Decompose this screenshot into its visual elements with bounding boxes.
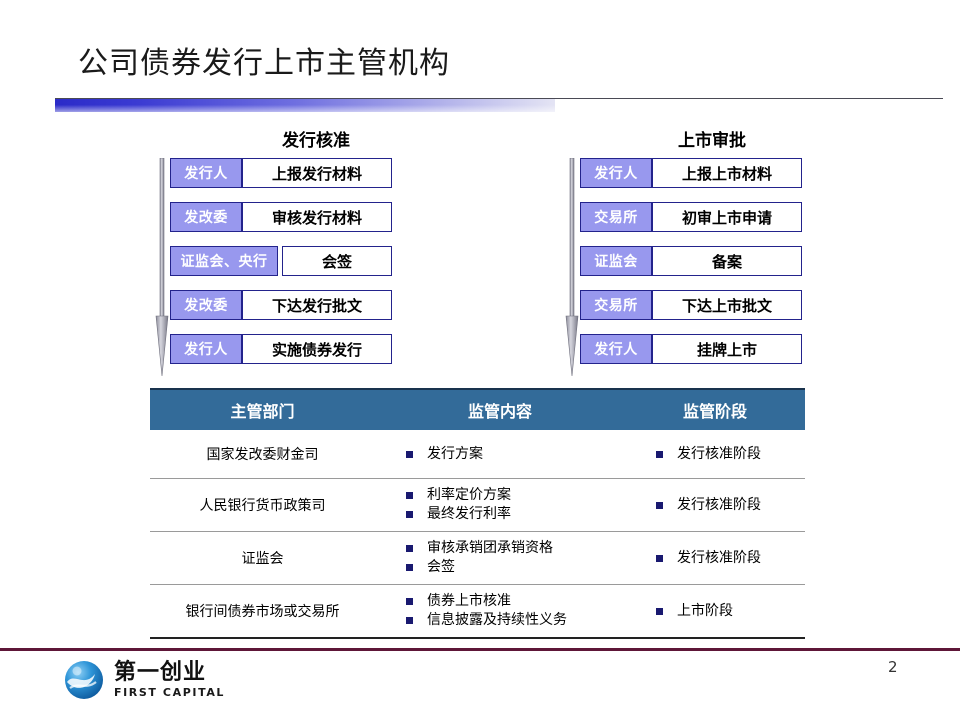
- flow-actor-label: 证监会、央行: [170, 246, 278, 276]
- flow-action-label: 会签: [282, 246, 392, 276]
- cell-stage: 上市阶段: [625, 595, 805, 628]
- down-arrow-icon: [565, 158, 579, 376]
- flowchart-heading: 上市审批: [678, 131, 746, 151]
- stage-bullet-list: 发行核准阶段: [655, 445, 805, 464]
- bullet-item: 信息披露及持续性义务: [405, 611, 625, 630]
- flow-action-label: 备案: [652, 246, 802, 276]
- cell-department: 人民银行货币政策司: [199, 498, 326, 514]
- flow-actor-label: 交易所: [580, 202, 652, 232]
- cell-content: 发行方案: [375, 438, 625, 471]
- table-header-stage: 监管阶段: [682, 402, 747, 421]
- page-number: 2: [888, 658, 898, 676]
- stage-bullet-list: 上市阶段: [655, 602, 805, 621]
- flow-row[interactable]: 交易所 下达上市批文: [580, 290, 802, 320]
- cell-content: 利率定价方案 最终发行利率: [375, 479, 625, 531]
- flow-action-label: 上报上市材料: [652, 158, 802, 188]
- flow-actor-label: 发行人: [580, 334, 652, 364]
- bullet-item: 债券上市核准: [405, 592, 625, 611]
- flow-row-list: 发行人 上报上市材料 交易所 初审上市申请 证监会 备案 交易所 下达上市批文 …: [580, 158, 802, 364]
- bullet-item: 会签: [405, 558, 625, 577]
- flow-actor-label: 发改委: [170, 290, 242, 320]
- cell-stage: 发行核准阶段: [625, 489, 805, 522]
- flow-action-label: 审核发行材料: [242, 202, 392, 232]
- bullet-item: 审核承销团承销资格: [405, 539, 625, 558]
- flow-action-label: 下达发行批文: [242, 290, 392, 320]
- brand-name-cn: 第一创业: [114, 660, 207, 685]
- flow-action-label: 上报发行材料: [242, 158, 392, 188]
- flow-actor-label: 发行人: [170, 158, 242, 188]
- flowchart-heading: 发行核准: [282, 131, 350, 151]
- brand-name-en: FIRST CAPITAL: [114, 686, 226, 699]
- flow-actor-label: 发改委: [170, 202, 242, 232]
- bullet-item: 发行方案: [405, 445, 625, 464]
- flow-row[interactable]: 证监会 备案: [580, 246, 802, 276]
- brand-logo: 第一创业 FIRST CAPITAL: [62, 655, 262, 705]
- cell-department: 国家发改委财金司: [206, 447, 319, 463]
- table-row[interactable]: 国家发改委财金司 发行方案 发行核准阶段: [150, 430, 805, 479]
- footer-background: [0, 651, 960, 720]
- title-hairline-divider: [55, 98, 943, 99]
- table-header-department: 主管部门: [230, 402, 295, 421]
- content-bullet-list: 债券上市核准 信息披露及持续性义务: [405, 592, 625, 630]
- flow-action-label: 初审上市申请: [652, 202, 802, 232]
- flow-row[interactable]: 交易所 初审上市申请: [580, 202, 802, 232]
- cell-content: 审核承销团承销资格 会签: [375, 532, 625, 584]
- cell-department: 银行间债券市场或交易所: [185, 604, 340, 620]
- stage-bullet-list: 发行核准阶段: [655, 496, 805, 515]
- flow-row[interactable]: 发改委 审核发行材料: [170, 202, 392, 232]
- bullet-item: 上市阶段: [655, 602, 805, 621]
- stage-bullet-list: 发行核准阶段: [655, 549, 805, 568]
- table-header-row: 主管部门 监管内容 监管阶段: [150, 388, 805, 430]
- bullet-item: 发行核准阶段: [655, 549, 805, 568]
- flow-row[interactable]: 发行人 上报上市材料: [580, 158, 802, 188]
- regulator-table: 主管部门 监管内容 监管阶段 国家发改委财金司 发行方案 发行核准阶段 人民银行…: [150, 388, 805, 639]
- page-title: 公司债券发行上市主管机构: [78, 46, 450, 81]
- flow-row-list: 发行人 上报发行材料 发改委 审核发行材料 证监会、央行 会签 发改委 下达发行…: [170, 158, 392, 364]
- bullet-item: 利率定价方案: [405, 486, 625, 505]
- table-row[interactable]: 人民银行货币政策司 利率定价方案 最终发行利率 发行核准阶段: [150, 479, 805, 532]
- flow-actor-label: 交易所: [580, 290, 652, 320]
- content-bullet-list: 审核承销团承销资格 会签: [405, 539, 625, 577]
- footer-divider: [0, 648, 960, 651]
- bullet-item: 发行核准阶段: [655, 496, 805, 515]
- flow-row[interactable]: 证监会、央行 会签: [170, 246, 392, 276]
- content-bullet-list: 发行方案: [405, 445, 625, 464]
- flow-actor-label: 发行人: [580, 158, 652, 188]
- table-row[interactable]: 银行间债券市场或交易所 债券上市核准 信息披露及持续性义务 上市阶段: [150, 585, 805, 639]
- flow-actor-label: 证监会: [580, 246, 652, 276]
- cell-stage: 发行核准阶段: [625, 542, 805, 575]
- globe-icon: [65, 661, 103, 699]
- cell-content: 债券上市核准 信息披露及持续性义务: [375, 585, 625, 637]
- flow-action-label: 实施债券发行: [242, 334, 392, 364]
- brand-wordmark: 第一创业 FIRST CAPITAL: [114, 660, 226, 699]
- content-bullet-list: 利率定价方案 最终发行利率: [405, 486, 625, 524]
- flow-action-label: 挂牌上市: [652, 334, 802, 364]
- bullet-item: 发行核准阶段: [655, 445, 805, 464]
- flow-action-label: 下达上市批文: [652, 290, 802, 320]
- title-gradient-bar-highlight: [55, 99, 555, 112]
- flow-row[interactable]: 发行人 实施债券发行: [170, 334, 392, 364]
- flow-row[interactable]: 发行人 挂牌上市: [580, 334, 802, 364]
- bullet-item: 最终发行利率: [405, 505, 625, 524]
- down-arrow-icon: [155, 158, 169, 376]
- flow-row[interactable]: 发改委 下达发行批文: [170, 290, 392, 320]
- flow-actor-label: 发行人: [170, 334, 242, 364]
- flow-row[interactable]: 发行人 上报发行材料: [170, 158, 392, 188]
- table-row[interactable]: 证监会 审核承销团承销资格 会签 发行核准阶段: [150, 532, 805, 585]
- cell-department: 证监会: [241, 551, 284, 567]
- cell-stage: 发行核准阶段: [625, 438, 805, 471]
- table-header-content: 监管内容: [467, 402, 532, 421]
